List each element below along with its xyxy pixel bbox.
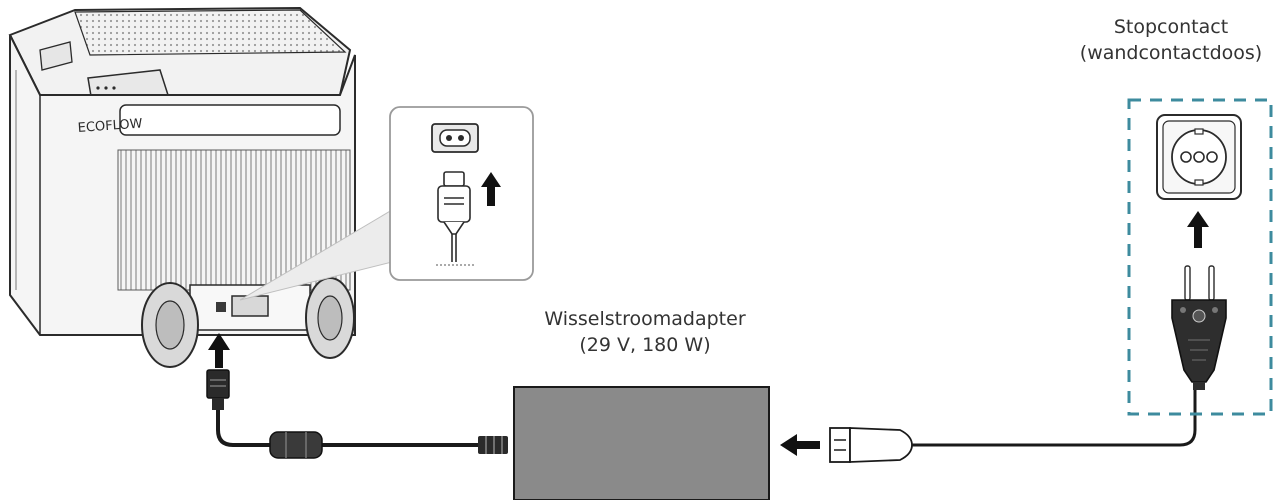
wall-socket-icon <box>1156 114 1242 200</box>
left-wheel <box>141 282 199 368</box>
insert-arrow-icon <box>481 172 501 206</box>
ac-cord-plug <box>829 427 913 463</box>
ac-adapter <box>513 386 770 501</box>
outlet-label-line2: (wandcontactdoos) <box>1079 42 1263 64</box>
adapter-label-line1: Wisselstroomadapter <box>544 308 746 330</box>
dc-plug-icon <box>436 171 476 266</box>
adapter-label: Wisselstroomadapter (29 V, 180 W) <box>515 306 775 358</box>
europlug-icon <box>1171 265 1227 390</box>
outlet-zone <box>1127 98 1273 416</box>
socket-insert-arrow-icon <box>1187 211 1209 248</box>
dc-port-icon <box>431 123 479 153</box>
power-station: ECOFLOW <box>8 6 356 368</box>
adapter-insert-arrow-icon <box>780 434 820 456</box>
ferrite-bead-icon <box>269 431 323 459</box>
adapter-label-line2: (29 V, 180 W) <box>579 334 711 356</box>
right-wheel <box>305 277 355 359</box>
port-callout <box>239 106 534 301</box>
dc-cable <box>206 333 508 459</box>
brand-logo: ECOFLOW <box>77 116 143 135</box>
ac-cable <box>912 388 1197 447</box>
outlet-label-line1: Stopcontact <box>1113 16 1229 38</box>
device-insert-arrow-icon <box>208 333 230 368</box>
outlet-label: Stopcontact (wandcontactdoos) <box>1056 14 1286 66</box>
